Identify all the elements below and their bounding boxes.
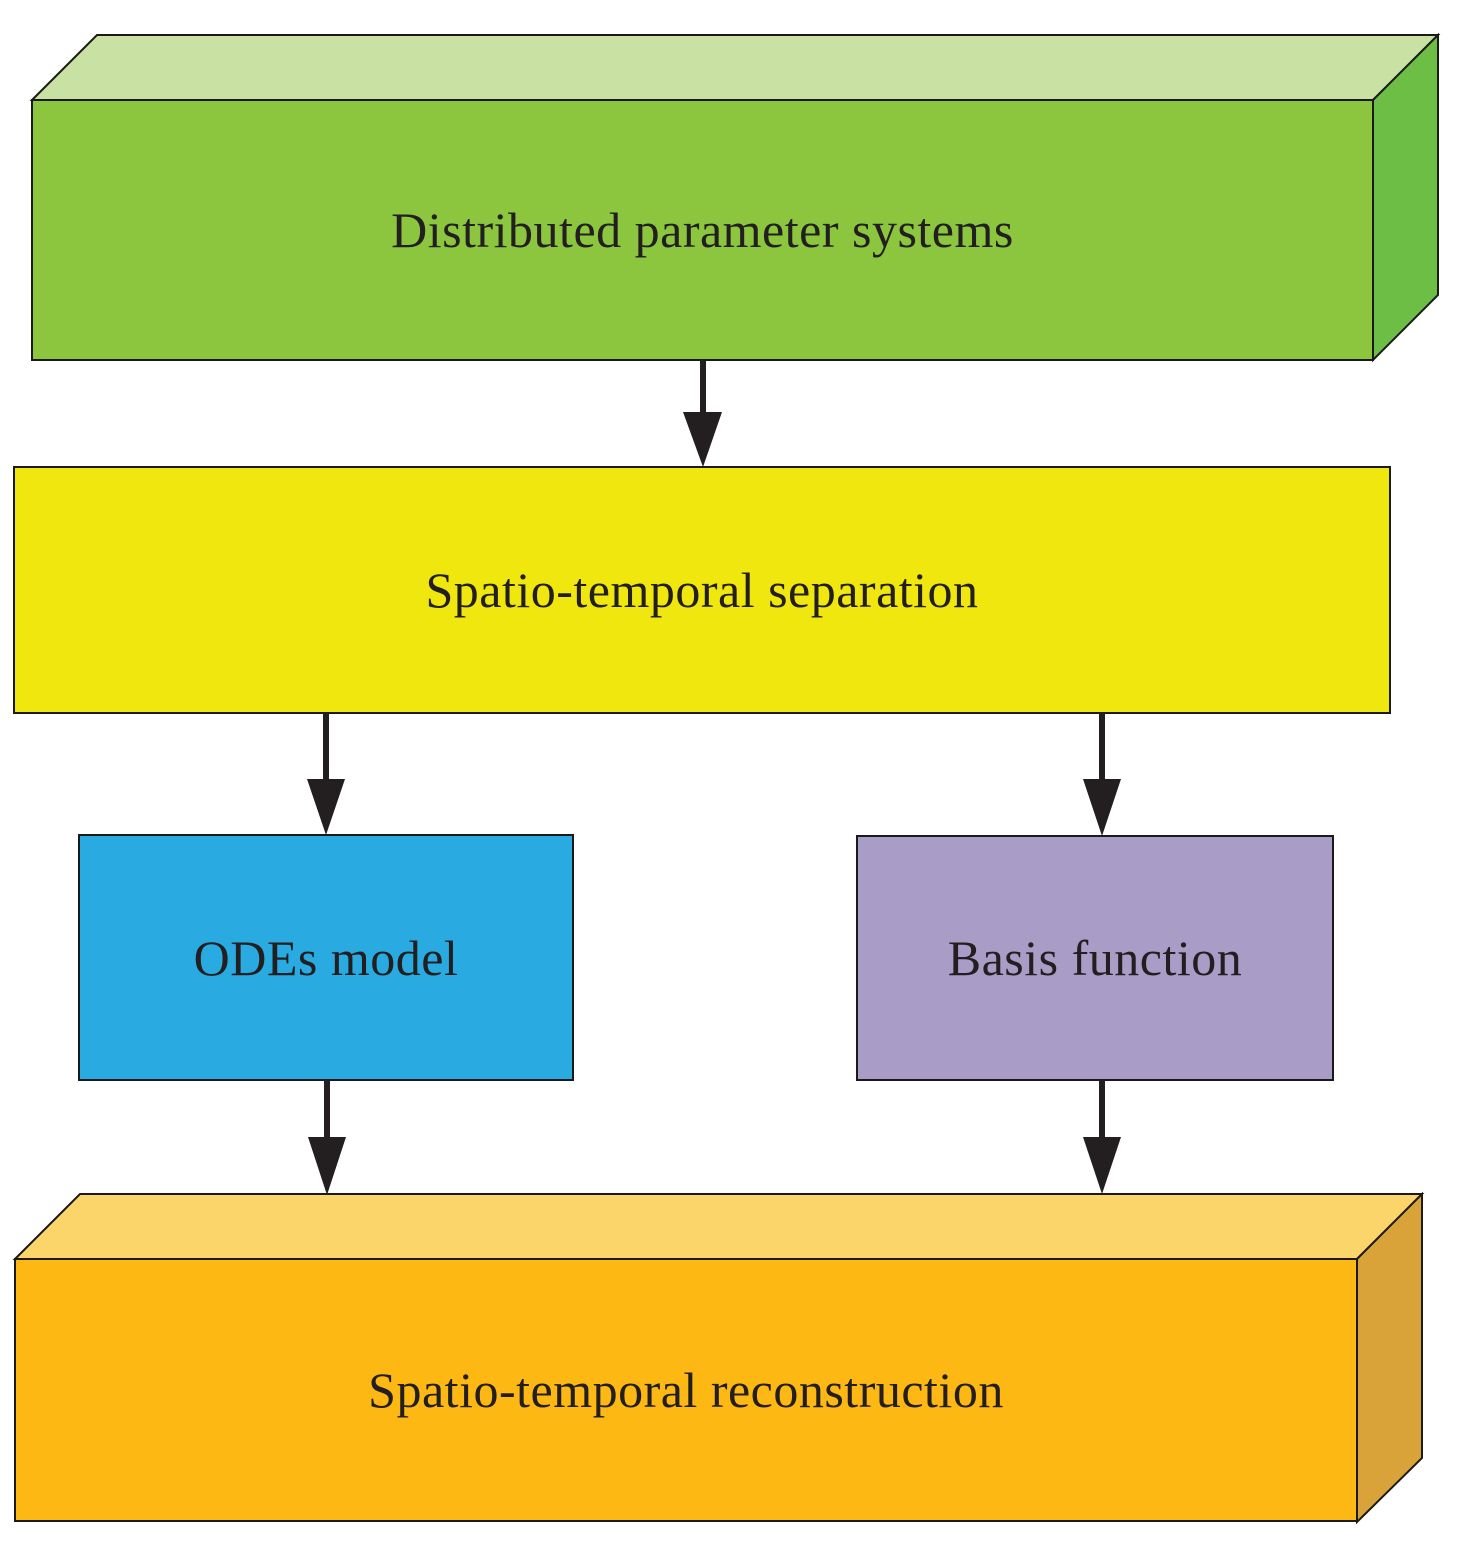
arrow-dps-to-separation bbox=[683, 360, 722, 467]
arrowhead-separation-to-basis bbox=[1083, 779, 1121, 836]
arrow-odes-to-reconstruction bbox=[308, 1080, 346, 1195]
arrowhead-odes-to-reconstruction bbox=[308, 1137, 346, 1195]
arrow-separation-to-odes bbox=[307, 713, 345, 835]
reconstruction-box-top-face bbox=[12, 1193, 1425, 1260]
arrowhead-dps-to-separation bbox=[683, 412, 722, 467]
dps-box-top-face bbox=[29, 34, 1441, 101]
arrowhead-separation-to-odes bbox=[307, 779, 345, 835]
reconstruction-box-front-face bbox=[14, 1258, 1358, 1522]
arrow-basis-to-reconstruction bbox=[1083, 1080, 1121, 1194]
dps-box-front-face bbox=[31, 99, 1374, 361]
arrowhead-basis-to-reconstruction bbox=[1083, 1137, 1121, 1194]
basis-function-box bbox=[856, 835, 1334, 1081]
odes-model-box bbox=[78, 834, 574, 1081]
separation-box bbox=[13, 466, 1391, 714]
arrow-separation-to-basis bbox=[1083, 713, 1121, 836]
